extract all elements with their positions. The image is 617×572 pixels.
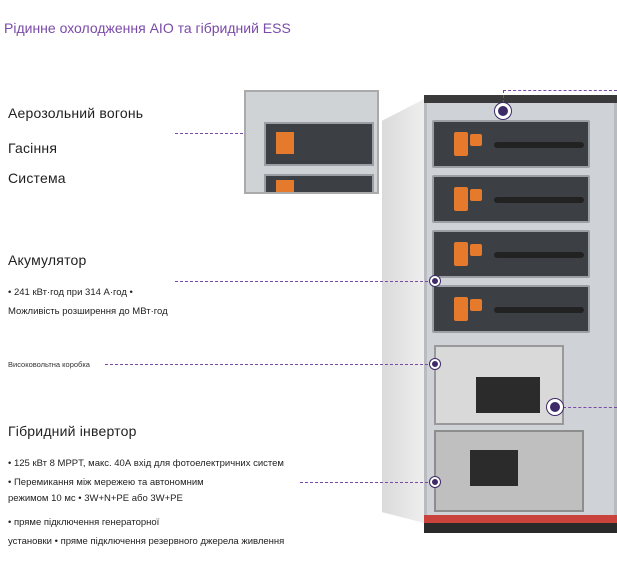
right-leader-line bbox=[563, 407, 617, 408]
page-title: Рідинне охолодження AIO та гібридний ESS bbox=[4, 20, 291, 36]
battery-marker-dot bbox=[430, 276, 440, 286]
hvbox-marker-dot bbox=[430, 359, 440, 369]
inverter-leader-line bbox=[300, 482, 433, 483]
right-marker-dot bbox=[547, 399, 563, 415]
inverter-bullet2-line2: режимом 10 мс • 3W+N+PE або 3W+PE bbox=[8, 493, 183, 504]
inverter-bullet3-line2: установки • пряме підключення резервного… bbox=[8, 536, 285, 547]
battery-leader-line bbox=[175, 281, 433, 282]
top-horizontal-leader bbox=[503, 90, 617, 91]
inverter-bullet1: • 125 кВт 8 MPPT, макс. 40А вхід для фот… bbox=[8, 458, 284, 469]
battery-line1: • 241 кВт·год при 314 А·год • bbox=[8, 287, 133, 298]
cabinet-illustration bbox=[382, 95, 617, 535]
top-vertical-leader bbox=[503, 90, 504, 108]
aerosol-leader-line bbox=[175, 133, 253, 134]
hvbox-leader-line bbox=[105, 364, 433, 365]
aerosol-detail-image bbox=[244, 90, 379, 194]
battery-line2: Можливість розширення до МВт·год bbox=[8, 306, 168, 317]
inverter-bullet2-line1: • Перемикання між мережею та автономним bbox=[8, 477, 204, 488]
aerosol-label-line1: Аерозольний вогонь bbox=[8, 105, 144, 121]
inverter-title: Гібридний інвертор bbox=[8, 423, 137, 439]
inverter-bullet3-line1: • пряме підключення генераторної bbox=[8, 517, 160, 528]
aerosol-label-line2: Гасіння bbox=[8, 140, 58, 156]
inverter-marker-dot bbox=[430, 477, 440, 487]
top-marker-dot bbox=[495, 103, 511, 119]
battery-title: Акумулятор bbox=[8, 252, 87, 268]
hvbox-title: Високовольтна коробка bbox=[8, 360, 90, 369]
aerosol-label-line3: Система bbox=[8, 170, 66, 186]
